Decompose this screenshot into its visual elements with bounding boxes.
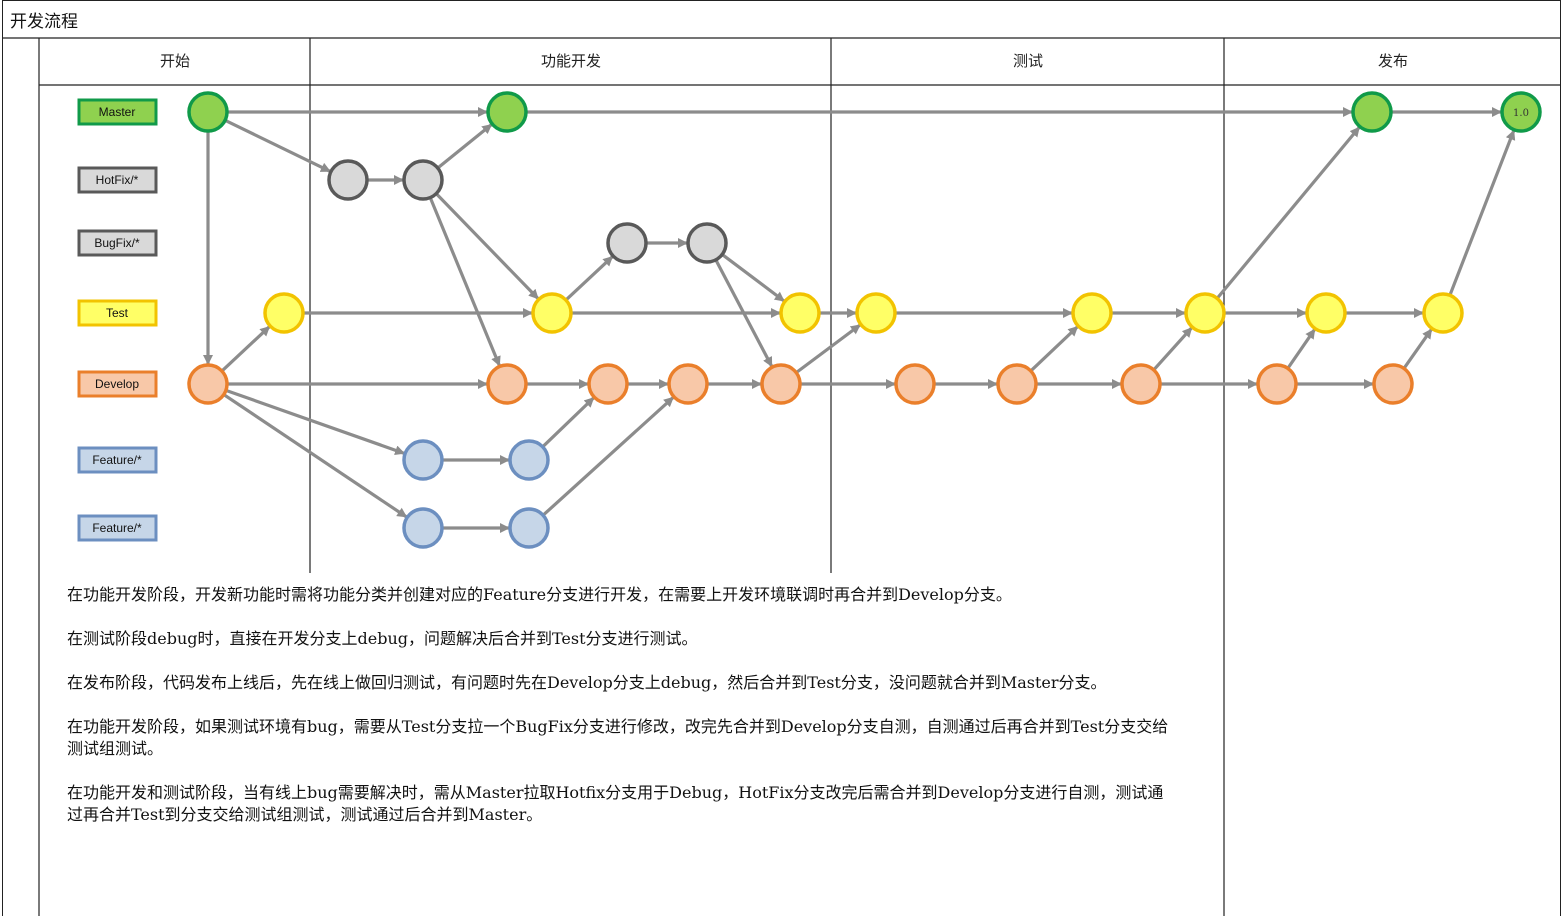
- commit-node-t1: [263, 292, 305, 334]
- commit-node-d6: [894, 363, 936, 405]
- edge-d9-t7: [1286, 328, 1316, 370]
- commit-node-m4: [1500, 91, 1542, 133]
- branch-label-test: Test: [106, 306, 129, 320]
- commit-node-g2: [508, 507, 550, 549]
- commit-node-d8: [1120, 363, 1162, 405]
- commit-node-h1: [327, 159, 369, 201]
- commit-node-d3: [587, 363, 629, 405]
- edge-d1-g1: [222, 393, 408, 519]
- lane-label-start: 开始: [160, 52, 190, 70]
- edge-h2-d2: [428, 196, 501, 367]
- edge-d7-t5: [1029, 325, 1079, 373]
- branch-label-box-develop: [77, 370, 158, 398]
- commit-node-t3: [779, 292, 821, 334]
- note-feature-phase: 在功能开发阶段，开发新功能时需将功能分类并创建对应的Feature分支进行开发，…: [67, 585, 1012, 604]
- edge-d10-t8: [1402, 328, 1433, 370]
- branch-label-box-bugfix: [77, 229, 158, 257]
- commit-node-m2: [486, 91, 528, 133]
- branch-label-master: Master: [99, 105, 136, 119]
- commit-node-g1: [402, 507, 444, 549]
- edge-d1-t1: [220, 325, 271, 373]
- swimlane-grid: [2, 37, 1561, 916]
- commit-node-d5: [760, 363, 802, 405]
- edge-h2-t2: [435, 192, 540, 300]
- commit-node-m3: [1351, 91, 1393, 133]
- commit-node-t2: [531, 292, 573, 334]
- commit-node-f1: [402, 439, 444, 481]
- branch-label-develop: Develop: [95, 377, 139, 391]
- note-hotfix-branch: 在功能开发和测试阶段，当有线上bug需要解决时，需从Master拉取Hotfix…: [67, 783, 1164, 824]
- branch-label-hotfix: HotFix/*: [96, 173, 139, 187]
- edge-f2-d3: [541, 396, 595, 448]
- lane-label-testing: 测试: [1013, 52, 1043, 70]
- branch-label-box-feature2: [77, 514, 158, 542]
- note-bugfix-branch: 在功能开发阶段，如果测试环境有bug，需要从Test分支拉一个BugFix分支进…: [67, 717, 1169, 758]
- commit-node-d4: [667, 363, 709, 405]
- branch-label-box-hotfix: [77, 166, 158, 194]
- branch-label-box-feature1: [77, 446, 158, 474]
- edge-b2-t3: [721, 253, 785, 303]
- branch-label-feature2: Feature/*: [92, 521, 142, 535]
- commit-node-t8: [1422, 292, 1464, 334]
- edge-d1-f1: [225, 388, 406, 456]
- edge-h2-m2: [436, 123, 493, 170]
- commit-node-b2: [686, 222, 728, 264]
- edges: [203, 107, 1516, 533]
- commit-node-d2: [486, 363, 528, 405]
- nodes: 1.0: [187, 91, 1542, 549]
- diagram-title: 开发流程: [10, 12, 78, 32]
- commit-node-m1: [187, 91, 229, 133]
- commit-node-d9: [1256, 363, 1298, 405]
- edge-t8-m4: [1448, 129, 1516, 296]
- edge-d5-t4: [795, 323, 861, 374]
- commit-node-h2: [402, 159, 444, 201]
- commit-node-t7: [1305, 292, 1347, 334]
- branch-label-box-master: [77, 98, 158, 126]
- notes: 在功能开发阶段，开发新功能时需将功能分类并创建对应的Feature分支进行开发，…: [67, 584, 1177, 848]
- edge-d8-t6: [1152, 326, 1193, 371]
- lane-label-release: 发布: [1378, 52, 1408, 70]
- edge-g2-d4: [542, 396, 675, 517]
- commit-node-t5: [1071, 292, 1113, 334]
- commit-node-d1: [187, 363, 229, 405]
- commit-node-t6: [1184, 292, 1226, 334]
- release-version-label: 1.0: [1513, 108, 1529, 119]
- commit-node-d7: [996, 363, 1038, 405]
- commit-node-f2: [508, 439, 550, 481]
- commit-node-b1: [606, 222, 648, 264]
- note-release-phase: 在发布阶段，代码发布上线后，先在线上做回归测试，有问题时先在Develop分支上…: [67, 673, 1107, 692]
- commit-node-d10: [1372, 363, 1414, 405]
- edge-m1-h1: [224, 118, 331, 173]
- commit-node-t4: [855, 292, 897, 334]
- edge-t6-m3: [1215, 126, 1361, 300]
- branch-label-box-test: [77, 299, 158, 327]
- branch-label-feature1: Feature/*: [92, 453, 142, 467]
- lane-label-feature-dev: 功能开发: [541, 52, 601, 70]
- branch-label-bugfix: BugFix/*: [94, 236, 140, 250]
- edge-t2-b1: [564, 255, 614, 302]
- note-test-debug: 在测试阶段debug时，直接在开发分支上debug，问题解决后合并到Test分支…: [67, 629, 698, 648]
